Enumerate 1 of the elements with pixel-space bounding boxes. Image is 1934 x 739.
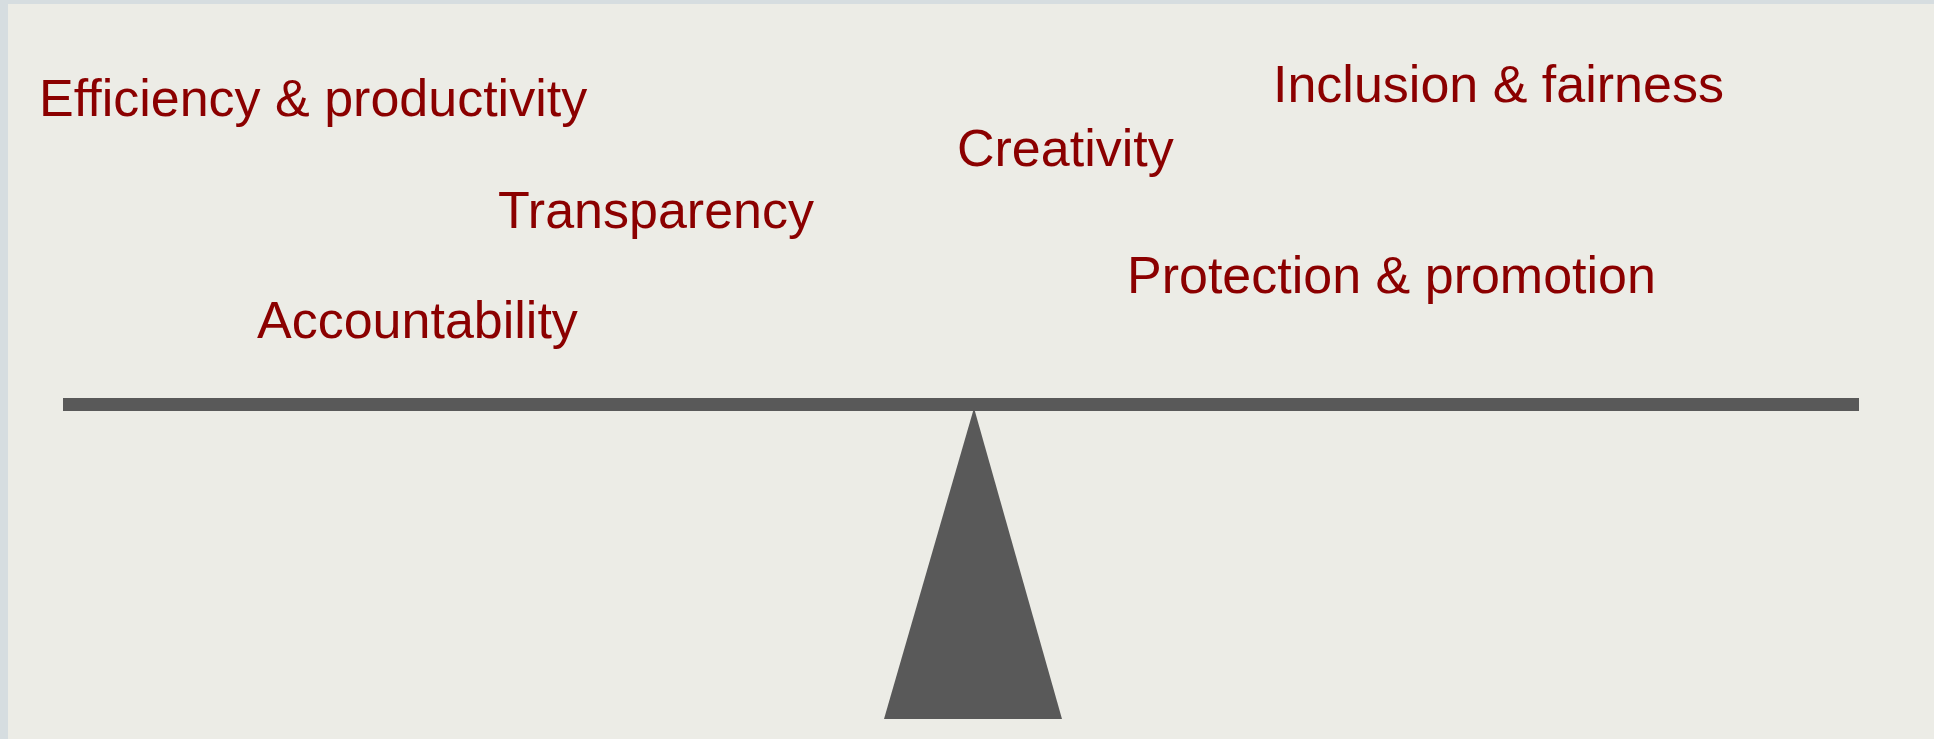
value-label: Inclusion & fairness bbox=[1273, 58, 1724, 110]
